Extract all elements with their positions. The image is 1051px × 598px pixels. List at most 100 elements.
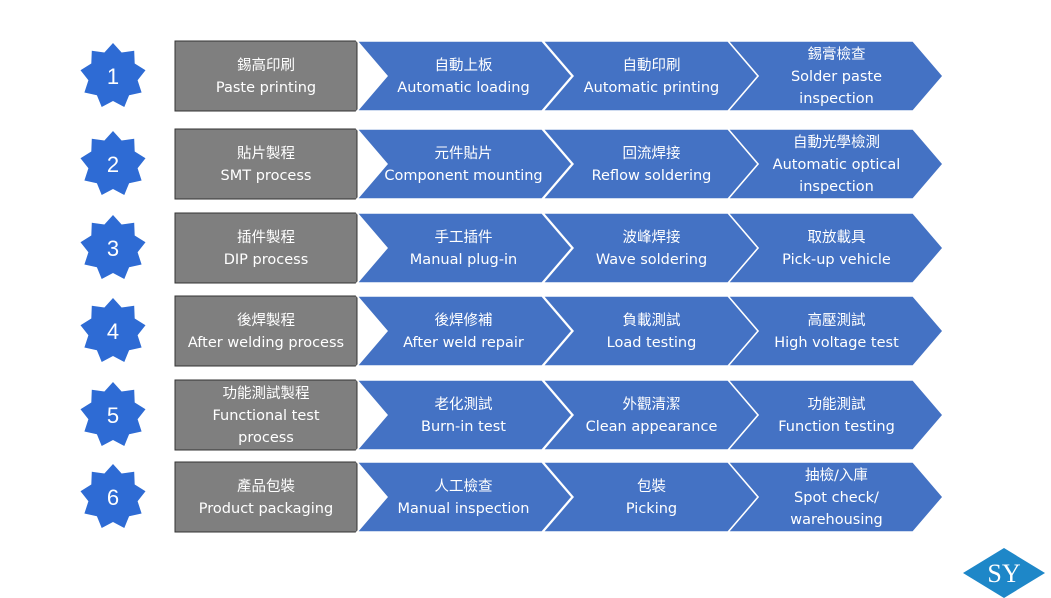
step-label-en: Picking (626, 501, 677, 517)
badge-number: 2 (107, 152, 119, 177)
badge-number: 1 (107, 64, 119, 89)
step-label-zh: 抽檢/入庫 (805, 467, 868, 484)
step-label-en: Reflow soldering (592, 168, 712, 184)
step-label-zh: 自動上板 (435, 56, 493, 74)
step-chevron-3: 自動光學檢測 Automatic optical inspection (726, 128, 944, 200)
step-box-shape (174, 40, 358, 112)
step-chevron-1: 人工檢查 Manual inspection (355, 461, 573, 533)
step-label-zh: 功能測試製程 (223, 385, 310, 402)
step-label-en: warehousing (790, 512, 883, 528)
step-label-zh: 自動印刷 (623, 57, 681, 74)
step-label-en: Component mounting (384, 168, 542, 184)
badge-star (80, 215, 146, 279)
step-label-zh: 插件製程 (237, 229, 295, 246)
badge-number: 3 (107, 236, 119, 261)
step-label-zh: 人工檢查 (435, 478, 493, 495)
step-chevron-1: 後焊修補 After weld repair (355, 295, 573, 367)
step-box-primary: 錫高印刷 Paste printing (174, 40, 358, 112)
step-label-en: High voltage test (774, 335, 899, 351)
step-label-en: DIP process (224, 252, 309, 268)
chevron-shape (355, 40, 573, 112)
logo-text: SY (987, 559, 1020, 588)
step-label-en: Burn-in test (421, 419, 506, 435)
step-label-en: process (238, 430, 294, 446)
step-label-zh: 負載測試 (623, 312, 681, 329)
step-label-zh: 波峰焊接 (623, 229, 681, 246)
step-label-en: Paste printing (216, 80, 316, 96)
step-label-en: Automatic loading (397, 80, 529, 96)
step-label-zh: 手工插件 (435, 229, 493, 246)
step-box-primary: 插件製程 DIP process (174, 212, 358, 284)
step-label-en: Wave soldering (596, 252, 707, 268)
step-label-en: Solder paste (791, 69, 882, 85)
chevron-shape (355, 212, 573, 284)
step-number-badge: 5 (80, 382, 146, 446)
step-label-en: Load testing (607, 335, 697, 351)
step-chevron-2: 負載測試 Load testing (541, 295, 759, 367)
step-label-zh: 老化測試 (435, 396, 493, 413)
badge-number: 6 (107, 485, 119, 510)
step-label-zh: 產品包裝 (237, 478, 295, 495)
step-label-zh: 回流焊接 (623, 145, 681, 162)
step-chevron-2: 回流焊接 Reflow soldering (541, 128, 759, 200)
chevron-shape (541, 40, 759, 112)
step-label-en: Functional test (212, 408, 319, 424)
step-label-en: inspection (799, 91, 874, 107)
step-label-zh: 錫膏檢查 (808, 46, 866, 63)
step-label-en: Manual inspection (398, 501, 530, 517)
step-label-en: Automatic printing (584, 80, 719, 96)
step-label-zh: 元件貼片 (435, 145, 493, 162)
step-chevron-2: 自動印刷 Automatic printing (541, 40, 759, 112)
step-box-shape (174, 379, 358, 451)
step-label-en: After weld repair (403, 335, 524, 351)
step-chevron-2: 波峰焊接 Wave soldering (541, 212, 759, 284)
step-label-zh: 後焊修補 (435, 312, 493, 329)
step-number-badge: 4 (80, 298, 146, 362)
badge-number: 4 (107, 319, 119, 344)
chevron-shape (726, 295, 944, 367)
chevron-shape (541, 212, 759, 284)
step-chevron-2: 包裝 Picking (541, 461, 759, 533)
badge-star (80, 382, 146, 446)
step-label-en: Clean appearance (586, 419, 718, 435)
logo-diamond (963, 548, 1045, 598)
step-box-primary: 功能測試製程 Functional test process (174, 379, 358, 451)
process-row-1: 1 錫高印刷 Paste printing 錫膏檢查 Solder paste inspe… (80, 40, 944, 112)
step-label-zh: 錫高印刷 (237, 57, 295, 74)
chevron-shape (541, 295, 759, 367)
step-box-shape (174, 128, 358, 200)
chevron-shape (541, 379, 759, 451)
step-box-shape (174, 212, 358, 284)
step-number-badge: 6 (80, 464, 146, 528)
step-number-badge: 1 (80, 43, 146, 107)
step-label-en: inspection (799, 179, 874, 195)
step-label-en: Product packaging (199, 501, 333, 517)
step-number-badge: 3 (80, 215, 146, 279)
badge-star (80, 43, 146, 107)
step-chevron-3: 抽檢/入庫 Spot check/warehousing (726, 461, 944, 533)
process-row-6: 6 產品包裝 Product packaging 抽檢/入庫 Spot check/wa… (80, 461, 944, 533)
chevron-shape (355, 461, 573, 533)
step-label-zh: 包裝 (637, 478, 666, 495)
badge-star (80, 464, 146, 528)
chevron-shape (541, 128, 759, 200)
step-label-en: Automatic optical (773, 157, 901, 173)
chevron-shape (726, 379, 944, 451)
step-label-zh: 自動光學檢測 (793, 133, 880, 151)
step-chevron-1: 老化測試 Burn-in test (355, 379, 573, 451)
step-chevron-1: 元件貼片 Component mounting (355, 128, 573, 200)
process-rows: 1 錫高印刷 Paste printing 錫膏檢查 Solder paste inspe… (80, 40, 944, 533)
badge-star (80, 131, 146, 195)
badge-number: 5 (107, 403, 119, 428)
step-label-en: Spot check/ (794, 490, 879, 506)
step-box-shape (174, 295, 358, 367)
